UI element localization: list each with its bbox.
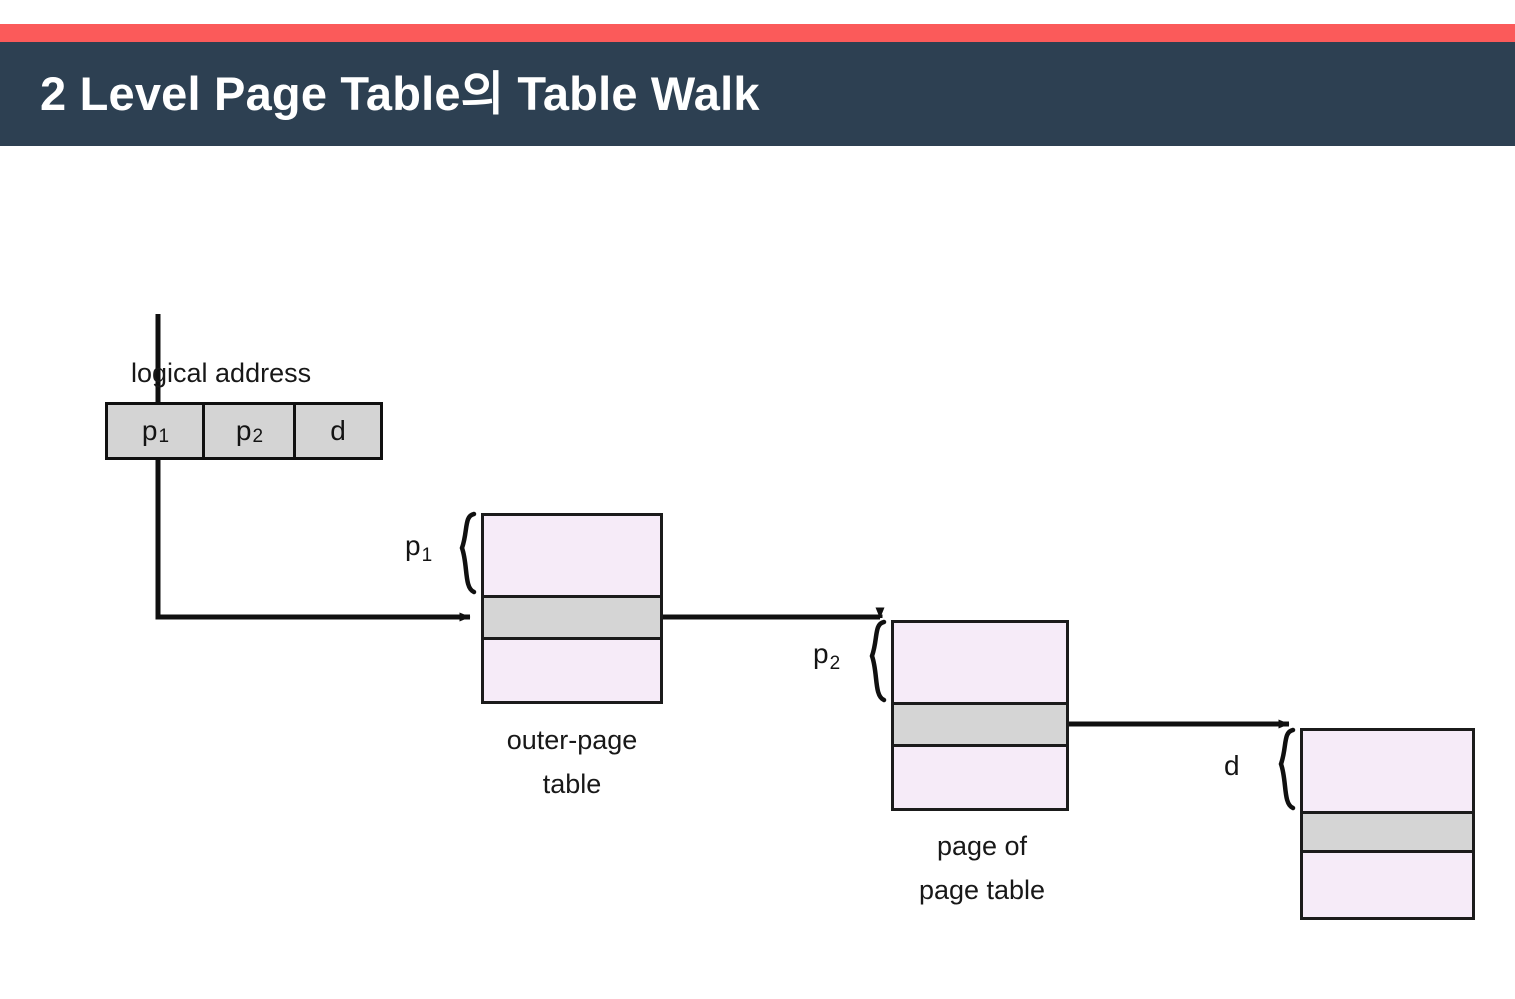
page-of-page-table[interactable] (891, 620, 1069, 811)
brace-label-d: d (1224, 750, 1240, 782)
outer-page-table-row-bottom[interactable] (484, 640, 660, 701)
brace-label-subscript: 1 (421, 545, 433, 566)
caption-line-2: page table (918, 875, 1046, 905)
brace-label-p2: p2 (813, 638, 840, 674)
page-of-page-table-row-top[interactable] (894, 623, 1066, 702)
slide-header: 2 Level Page Table의 Table Walk (0, 0, 1515, 146)
page-of-page-table-caption: page of page table (862, 824, 1102, 912)
brace-label-text: p (813, 638, 829, 669)
memory-frame-table[interactable] (1300, 728, 1475, 920)
memory-frame-row-selected[interactable] (1303, 811, 1472, 853)
field-label: p (141, 415, 158, 446)
outer-page-table-caption: outer-page table (452, 718, 692, 806)
brace-label-text: p (405, 530, 421, 561)
field-subscript: 1 (158, 426, 170, 447)
outer-page-table-row-selected[interactable] (484, 595, 660, 640)
outer-page-table-row-top[interactable] (484, 516, 660, 595)
diagram-connectors (155, 314, 1296, 811)
brace-label-subscript: 2 (829, 653, 841, 674)
page-of-page-table-row-selected[interactable] (894, 702, 1066, 747)
field-label: d (330, 415, 346, 446)
arrow-outer-to-page-of-page-table (663, 607, 885, 620)
logical-address-caption: logical address (131, 358, 312, 388)
brace-d (1278, 727, 1296, 811)
caption-line-1: outer-page (506, 725, 638, 755)
brace-p1 (459, 511, 477, 595)
memory-frame-row-top[interactable] (1303, 731, 1472, 811)
outer-page-table[interactable] (481, 513, 663, 704)
brace-p2 (869, 619, 887, 703)
logical-address-field-d[interactable]: d (296, 405, 380, 457)
caption-line-2: table (542, 769, 602, 799)
header-band (0, 42, 1515, 146)
page-title: 2 Level Page Table의 Table Walk (40, 67, 760, 120)
brace-label-p1: p1 (405, 530, 432, 566)
field-subscript: 2 (252, 426, 264, 447)
page-of-page-table-row-bottom[interactable] (894, 747, 1066, 808)
field-label: p (235, 415, 252, 446)
brace-label-text: d (1224, 750, 1240, 781)
header-accent-bar (0, 24, 1515, 42)
caption-line-1: page of (936, 831, 1028, 861)
memory-frame-row-bottom[interactable] (1303, 853, 1472, 917)
